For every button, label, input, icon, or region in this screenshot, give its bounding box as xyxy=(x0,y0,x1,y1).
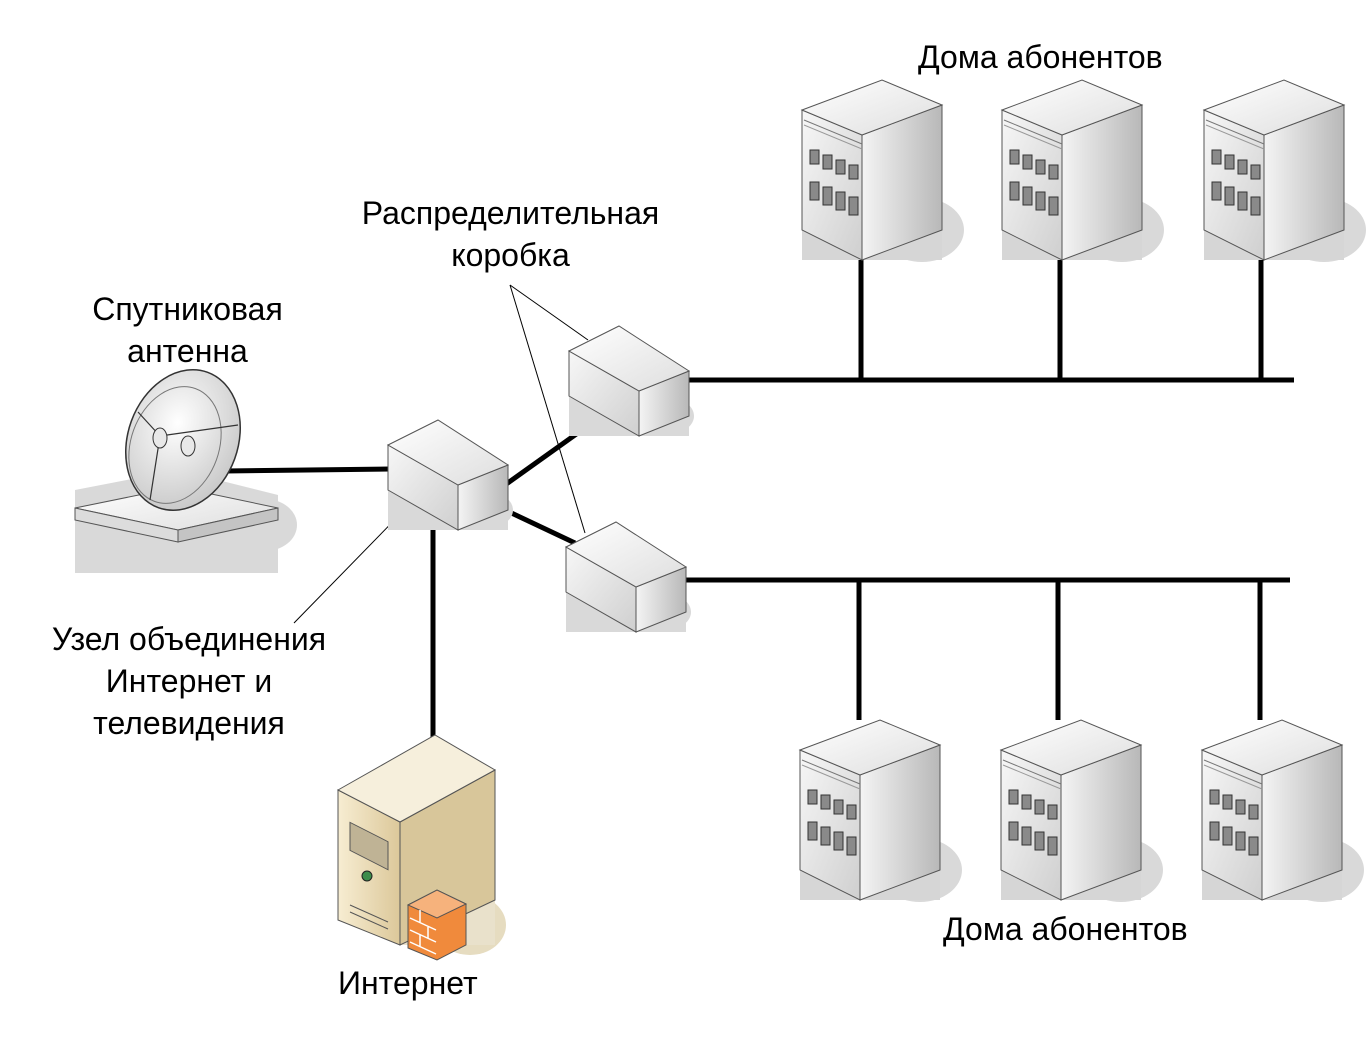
distribution-box-upper xyxy=(568,325,695,437)
house-top-2 xyxy=(1001,79,1165,263)
label-internet: Интернет xyxy=(338,965,478,1001)
connection-lines xyxy=(224,245,1294,738)
label-houses-top: Дома абонентов xyxy=(918,39,1163,75)
house-bottom-1 xyxy=(799,719,963,903)
satellite-antenna-icon xyxy=(74,369,297,573)
internet-server-icon xyxy=(336,734,506,961)
hub-node xyxy=(387,419,514,531)
label-satellite-antenna: Спутниковая антенна xyxy=(75,288,300,372)
label-houses-bottom: Дома абонентов xyxy=(943,911,1188,947)
label-distribution-box: Распределительная коробка xyxy=(338,192,683,276)
label-satellite-antenna-line1: Спутниковая xyxy=(92,291,283,327)
label-hub-node-line2: Интернет и xyxy=(105,663,273,699)
label-hub-node-line1: Узел объединения xyxy=(51,621,327,657)
house-top-3 xyxy=(1203,79,1366,263)
label-satellite-antenna-line2: антенна xyxy=(127,333,248,369)
label-hub-node-line3: телевидения xyxy=(93,705,285,741)
label-hub-node: Узел объединения Интернет и телевидения xyxy=(30,618,348,744)
house-bottom-3 xyxy=(1201,719,1365,903)
label-distribution-box-line2: коробка xyxy=(451,237,570,273)
label-distribution-box-line1: Распределительная xyxy=(361,195,660,231)
distribution-box-lower xyxy=(565,521,692,633)
house-top-1 xyxy=(801,79,965,263)
house-bottom-2 xyxy=(1000,719,1164,903)
